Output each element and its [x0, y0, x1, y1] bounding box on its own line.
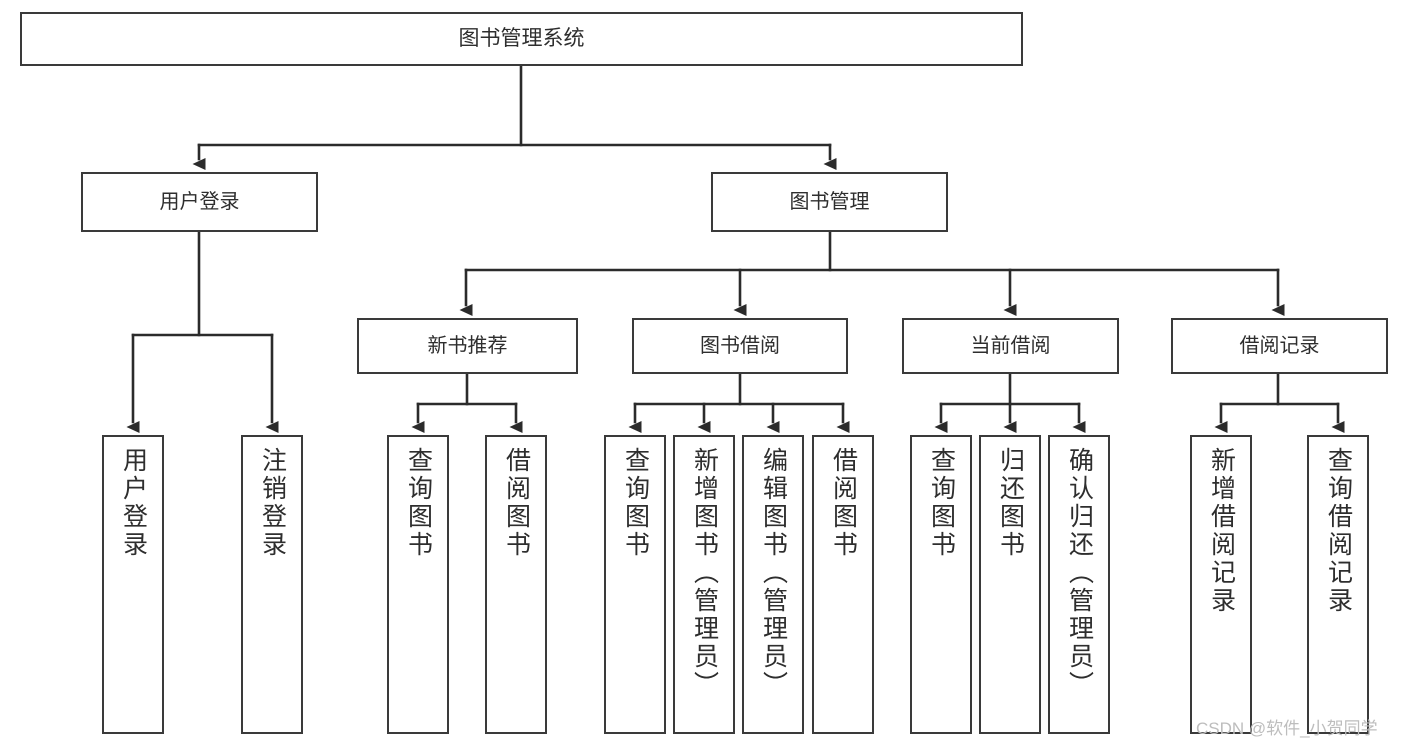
node-root[interactable]: 图书管理系统 — [20, 12, 1023, 66]
node-label: 用户登录 — [159, 190, 240, 213]
leaf-query-borrow-record[interactable]: 查询借阅记录 — [1307, 435, 1369, 734]
node-label: 借阅记录 — [1239, 334, 1320, 357]
leaf-return-book[interactable]: 归还图书 — [979, 435, 1041, 734]
watermark: CSDN @软件_小贺同学 — [1196, 719, 1378, 738]
node-label: 确认归还（管理员） — [1065, 447, 1094, 699]
leaf-add-book-admin[interactable]: 新增图书（管理员） — [673, 435, 735, 734]
node-label: 新增图书（管理员） — [690, 447, 719, 699]
node-label: 查询借阅记录 — [1324, 447, 1353, 615]
leaf-add-borrow-record[interactable]: 新增借阅记录 — [1190, 435, 1252, 734]
node-label: 借阅图书 — [502, 447, 531, 559]
node-label: 图书管理系统 — [458, 26, 585, 50]
leaf-query-book-borrow[interactable]: 查询图书 — [604, 435, 666, 734]
node-label: 用户登录 — [119, 447, 148, 559]
node-label: 借阅图书 — [829, 447, 858, 559]
node-label: 新书推荐 — [427, 334, 508, 357]
leaf-user-login[interactable]: 用户登录 — [102, 435, 164, 734]
node-label: 编辑图书（管理员） — [759, 447, 788, 699]
node-label: 注销登录 — [258, 447, 287, 559]
node-label: 查询图书 — [927, 447, 956, 559]
leaf-logout[interactable]: 注销登录 — [241, 435, 303, 734]
node-book-borrow[interactable]: 图书借阅 — [632, 318, 848, 374]
leaf-borrow-book-recommend[interactable]: 借阅图书 — [485, 435, 547, 734]
leaf-query-book-recommend[interactable]: 查询图书 — [387, 435, 449, 734]
leaf-edit-book-admin[interactable]: 编辑图书（管理员） — [742, 435, 804, 734]
node-user-login[interactable]: 用户登录 — [81, 172, 318, 232]
node-label: 查询图书 — [404, 447, 433, 559]
node-label: 新增借阅记录 — [1207, 447, 1236, 615]
node-label: 归还图书 — [996, 447, 1025, 559]
leaf-query-book-current[interactable]: 查询图书 — [910, 435, 972, 734]
node-book-management[interactable]: 图书管理 — [711, 172, 948, 232]
leaf-confirm-return-admin[interactable]: 确认归还（管理员） — [1048, 435, 1110, 734]
node-label: 查询图书 — [621, 447, 650, 559]
node-borrow-records[interactable]: 借阅记录 — [1171, 318, 1388, 374]
node-label: 图书借阅 — [700, 334, 780, 357]
leaf-borrow-book[interactable]: 借阅图书 — [812, 435, 874, 734]
node-label: 图书管理 — [789, 190, 870, 213]
node-new-book-recommend[interactable]: 新书推荐 — [357, 318, 578, 374]
node-current-borrow[interactable]: 当前借阅 — [902, 318, 1119, 374]
node-label: 当前借阅 — [970, 334, 1051, 357]
